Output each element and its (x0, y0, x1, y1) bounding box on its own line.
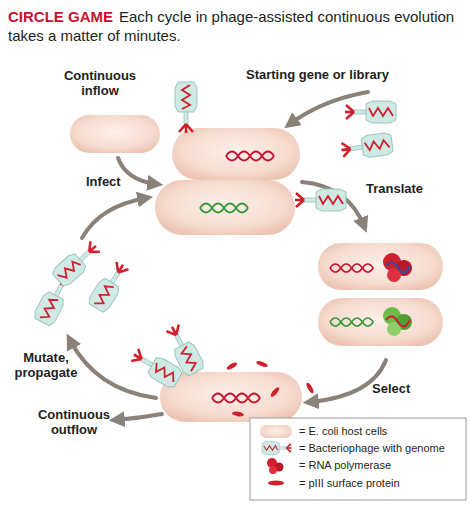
phage (345, 101, 396, 123)
heading-block: CIRCLE GAMEEach cycle in phage-assisted … (8, 7, 466, 45)
legend-frame (250, 418, 466, 500)
inflow-arrow (118, 158, 156, 184)
legend-text: = Bacteriophage with genome (299, 442, 445, 455)
title: CIRCLE GAME (8, 8, 113, 25)
host-cells (70, 115, 443, 422)
step-label: Translate (366, 181, 456, 196)
outflow-arrow (116, 414, 162, 420)
red-polymerase (383, 253, 412, 282)
infect-arrow (82, 198, 146, 238)
step-label: Continuous inflow (58, 68, 142, 98)
phage (340, 132, 394, 161)
translating-cell (318, 243, 443, 290)
green-polymerase (383, 307, 412, 336)
infected-cell (155, 180, 295, 235)
phage (87, 259, 133, 314)
piii-protein (256, 360, 269, 368)
legend-text: = pIII surface protein (299, 477, 400, 490)
start-arrow (290, 92, 368, 124)
infected-cell (172, 128, 300, 180)
legend-phage-sample (262, 442, 292, 455)
polymerase-strand (386, 316, 410, 326)
phage (128, 345, 183, 390)
legend-cell-sample (260, 425, 292, 438)
legend-text: = E. coli host cells (299, 425, 387, 438)
polymerase-strand (386, 262, 410, 272)
phage (51, 238, 104, 288)
red-genome (330, 264, 373, 272)
red-genome (226, 152, 274, 161)
step-label: Select (372, 381, 452, 396)
polymerase-lobe (269, 466, 277, 474)
step-label: Continuous outflow (34, 407, 114, 437)
piii-protein (232, 411, 245, 417)
red-genome (212, 394, 260, 403)
phage (175, 82, 197, 133)
legend-polymerase-sample (267, 458, 284, 474)
step-label: Starting gene or library (246, 67, 466, 82)
piii-protein (305, 382, 315, 395)
green-genome (330, 318, 373, 326)
legend-text: = RNA polymerase (299, 459, 391, 472)
piii-protein (226, 361, 239, 371)
selected-cell (160, 372, 302, 422)
mutate-arrow (70, 340, 156, 398)
green-genome (200, 204, 248, 213)
phage (295, 189, 346, 211)
step-label: Mutate, propagate (4, 350, 88, 380)
inflow-cell (70, 115, 160, 153)
translating-cell (318, 298, 443, 346)
step-label: Infect (86, 174, 146, 189)
legend-piii-sample (268, 480, 284, 485)
piii-protein (269, 386, 280, 398)
